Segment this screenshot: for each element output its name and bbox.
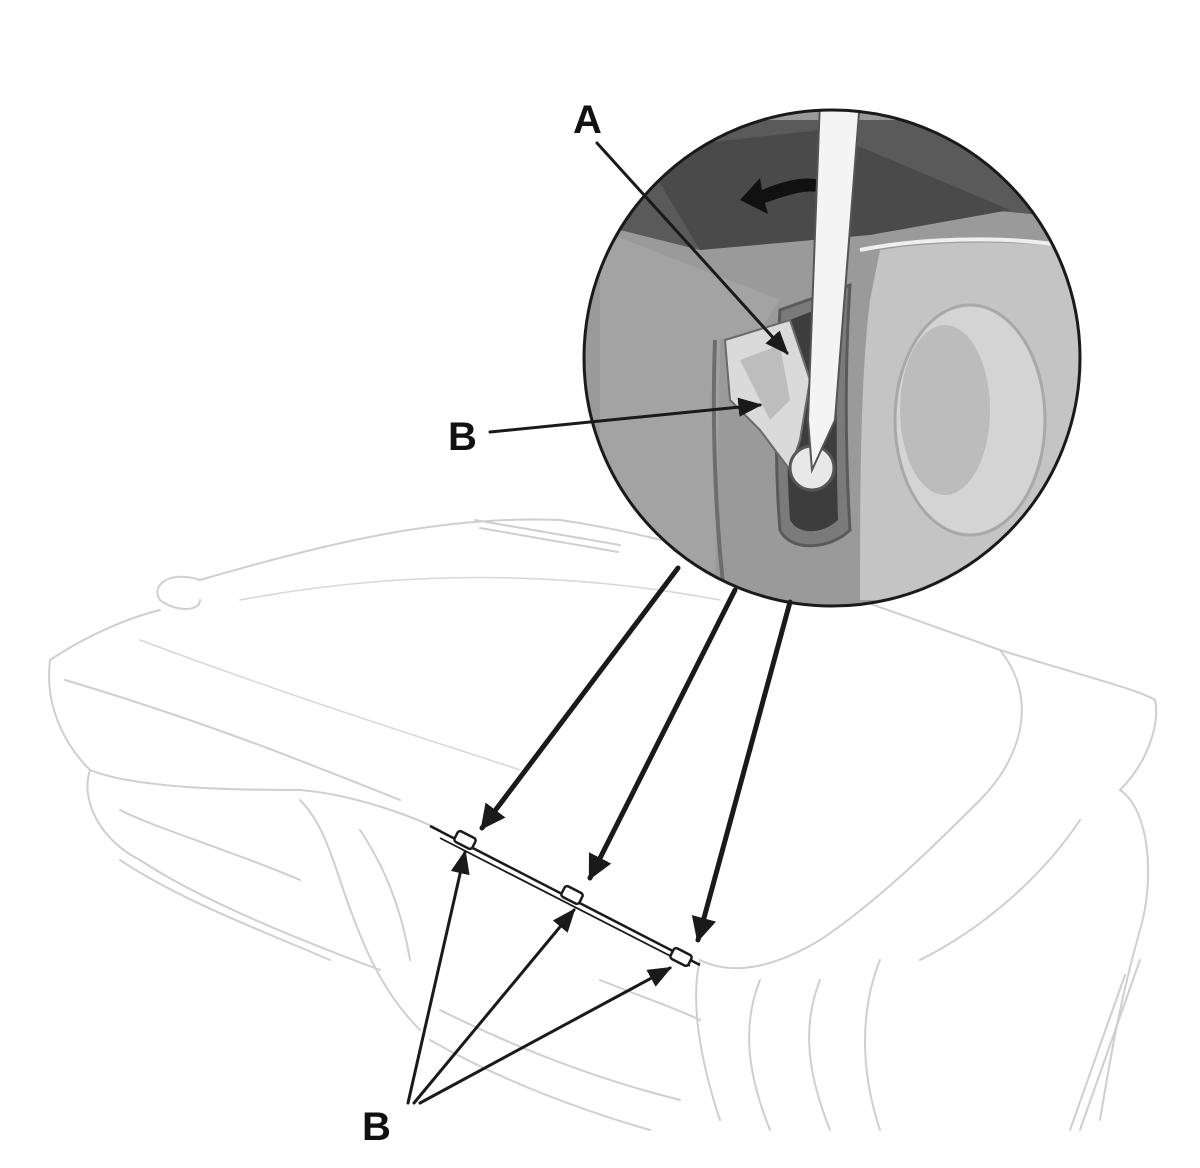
callout-b-clips: B [362,849,673,1149]
label-b-clips: B [362,1105,391,1149]
seat-outline [48,518,1158,1131]
clip-2 [560,884,584,906]
label-a: A [573,98,602,142]
label-b-detail: B [448,415,477,459]
callout-b-detail: B [448,397,763,459]
rotate-arrow-icon [740,178,820,214]
detail-view [582,108,1082,608]
detail-leader-arrows [479,565,793,943]
clip-1 [453,829,477,851]
screwdriver-blade [806,110,862,474]
clip-3 [669,946,693,968]
callout-a: A [573,98,789,355]
